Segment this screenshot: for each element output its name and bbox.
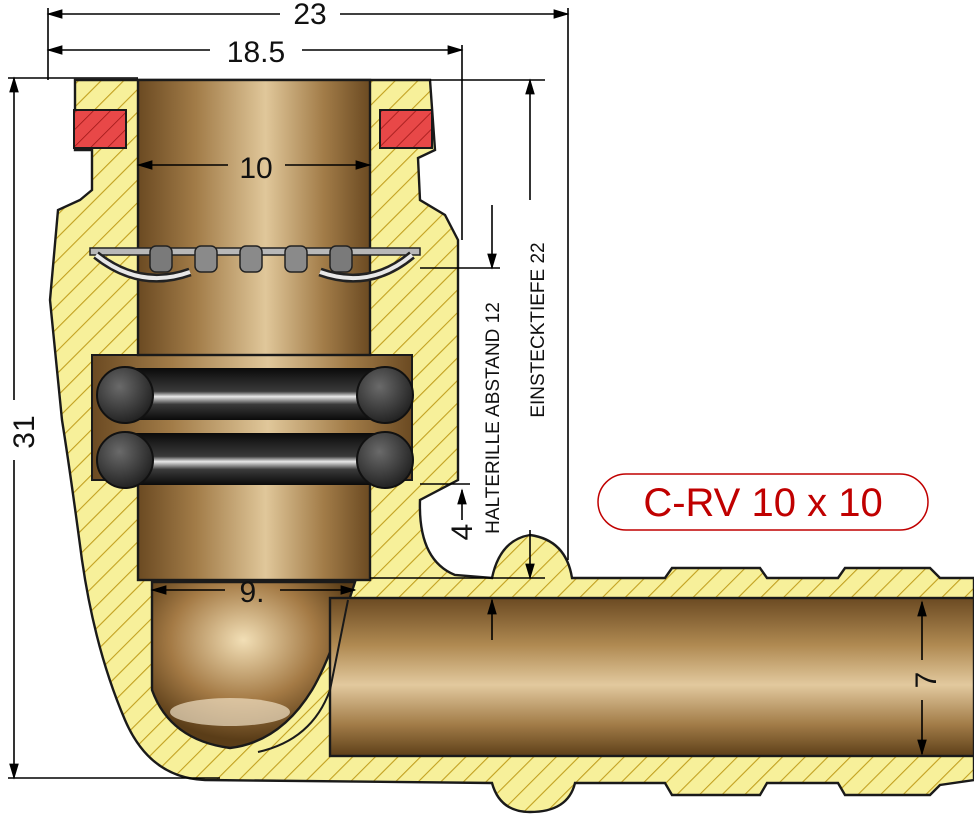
dimension-lines — [8, 8, 927, 780]
label-retaining-groove: HALTERILLE ABSTAND 12 — [483, 302, 504, 534]
dim-lower-bore: 9. — [239, 576, 264, 609]
product-title-badge: C-RV 10 x 10 — [597, 473, 929, 531]
dim-overall-width: 23 — [293, 0, 326, 31]
o-rings — [96, 366, 414, 489]
dim-flange-width: 18.5 — [227, 36, 285, 69]
product-title: C-RV 10 x 10 — [643, 481, 882, 525]
dim-groove-height: 4 — [446, 524, 479, 541]
dim-inner-bore: 10 — [239, 152, 272, 185]
dim-outlet-bore: 7 — [910, 672, 943, 689]
retaining-claw-ring — [89, 245, 421, 283]
dim-overall-height: 31 — [8, 415, 41, 448]
label-insertion-depth: EINSTECKTIEFE 22 — [528, 242, 549, 417]
